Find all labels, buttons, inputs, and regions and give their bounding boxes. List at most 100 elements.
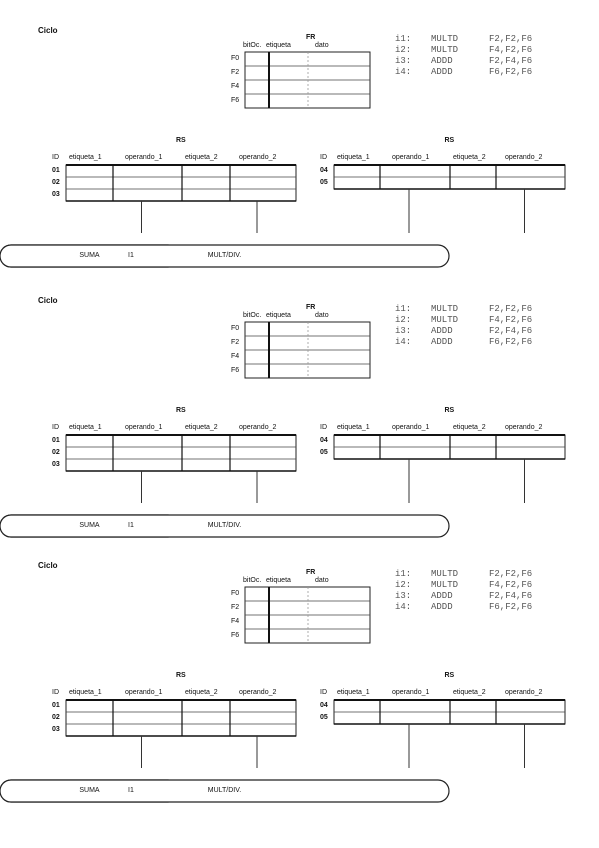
fr-register-label: F4: [231, 353, 240, 360]
rs-column-header: ID: [320, 689, 327, 696]
fr-column-header: etiqueta: [266, 42, 291, 49]
functional-unit-label: SUMA: [79, 787, 100, 794]
functional-unit-label: SUMA: [79, 252, 100, 259]
rs-column-header: etiqueta_2: [185, 424, 218, 431]
rs-column-header: operando_2: [239, 424, 277, 431]
fr-register-label: F2: [231, 339, 240, 346]
functional-unit-label: MULT/DIV.: [207, 522, 242, 529]
functional-unit-label: MULT/DIV.: [207, 252, 242, 259]
rs-id-label: 04: [320, 702, 328, 709]
rs-column-header: etiqueta_2: [185, 689, 218, 696]
rs-table-border: [65, 699, 297, 737]
rs-id-label: 03: [52, 461, 60, 468]
cycle-label: Ciclo: [38, 26, 58, 35]
functional-unit-prefix: I1: [128, 522, 134, 529]
rs-id-label: 01: [52, 437, 60, 444]
instruction-operands: F4,F2,F6: [489, 315, 533, 325]
instruction-operands: F4,F2,F6: [489, 45, 533, 55]
rs-column-header: operando_2: [239, 689, 277, 696]
rs-column-header: etiqueta_2: [453, 689, 486, 696]
rs-column-header: operando_2: [239, 154, 277, 161]
functional-unit: [0, 514, 450, 538]
rs-id-label: 01: [52, 702, 60, 709]
fr-column-header: dato: [315, 42, 329, 49]
rs-column-header: ID: [320, 424, 327, 431]
fr-title: FR: [306, 34, 316, 41]
functional-unit-label: MULT/DIV.: [207, 787, 242, 794]
rs-title: RS: [176, 407, 186, 414]
fr-column-header: dato: [315, 577, 329, 584]
fr-register-label: F0: [231, 325, 240, 332]
rs-table-border: [65, 164, 297, 202]
fr-register-label: F4: [231, 618, 240, 625]
cycle-label: Ciclo: [38, 296, 58, 305]
functional-unit-prefix: I1: [128, 787, 134, 794]
rs-column-header: etiqueta_1: [337, 424, 370, 431]
instruction-id: i3:: [395, 56, 412, 66]
fr-register-label: F6: [231, 632, 240, 639]
instruction-id: i2:: [395, 315, 412, 325]
rs-column-header: ID: [320, 154, 327, 161]
fr-column-header: bitOc.: [243, 312, 262, 319]
instruction-id: i1:: [395, 569, 412, 579]
instruction-opcode: ADDD: [431, 602, 453, 612]
rs-column-header: etiqueta_1: [69, 154, 102, 161]
fr-column-header: dato: [315, 312, 329, 319]
instruction-id: i4:: [395, 337, 412, 347]
rs-column-header: etiqueta_1: [337, 689, 370, 696]
rs-column-header: ID: [52, 154, 59, 161]
rs-column-header: operando_2: [505, 689, 543, 696]
instruction-id: i1:: [395, 34, 412, 44]
cycle-label: Ciclo: [38, 561, 58, 570]
fr-register-label: F0: [231, 55, 240, 62]
rs-table-border: [65, 434, 297, 472]
fr-title: FR: [306, 569, 316, 576]
rs-column-header: operando_1: [392, 689, 430, 696]
rs-column-header: operando_2: [505, 154, 543, 161]
rs-id-label: 05: [320, 714, 328, 721]
instruction-opcode: ADDD: [431, 67, 453, 77]
rs-id-label: 01: [52, 167, 60, 174]
functional-unit-label: SUMA: [79, 522, 100, 529]
rs-id-label: 02: [52, 449, 60, 456]
instruction-opcode: MULTD: [431, 34, 459, 44]
instruction-operands: F2,F4,F6: [489, 326, 533, 336]
rs-column-header: etiqueta_2: [453, 154, 486, 161]
instruction-opcode: MULTD: [431, 45, 459, 55]
fr-column-header: etiqueta: [266, 577, 291, 584]
rs-column-header: operando_1: [392, 154, 430, 161]
functional-unit: [0, 244, 450, 268]
instruction-operands: F2,F4,F6: [489, 591, 533, 601]
instruction-operands: F2,F4,F6: [489, 56, 533, 66]
functional-unit-prefix: I1: [128, 252, 134, 259]
instruction-operands: F2,F2,F6: [489, 304, 533, 314]
instruction-id: i2:: [395, 580, 412, 590]
instruction-operands: F6,F2,F6: [489, 602, 533, 612]
fr-column-header: bitOc.: [243, 577, 262, 584]
rs-column-header: operando_1: [125, 689, 163, 696]
cycle-diagram: [0, 586, 566, 803]
rs-column-header: operando_2: [505, 424, 543, 431]
instruction-operands: F6,F2,F6: [489, 337, 533, 347]
rs-column-header: etiqueta_1: [69, 424, 102, 431]
instruction-id: i4:: [395, 602, 412, 612]
functional-unit: [0, 779, 450, 803]
rs-column-header: ID: [52, 689, 59, 696]
instruction-id: i3:: [395, 326, 412, 336]
rs-column-header: etiqueta_2: [185, 154, 218, 161]
rs-id-label: 03: [52, 191, 60, 198]
fr-title: FR: [306, 304, 316, 311]
fr-column-header: etiqueta: [266, 312, 291, 319]
instruction-opcode: MULTD: [431, 580, 459, 590]
